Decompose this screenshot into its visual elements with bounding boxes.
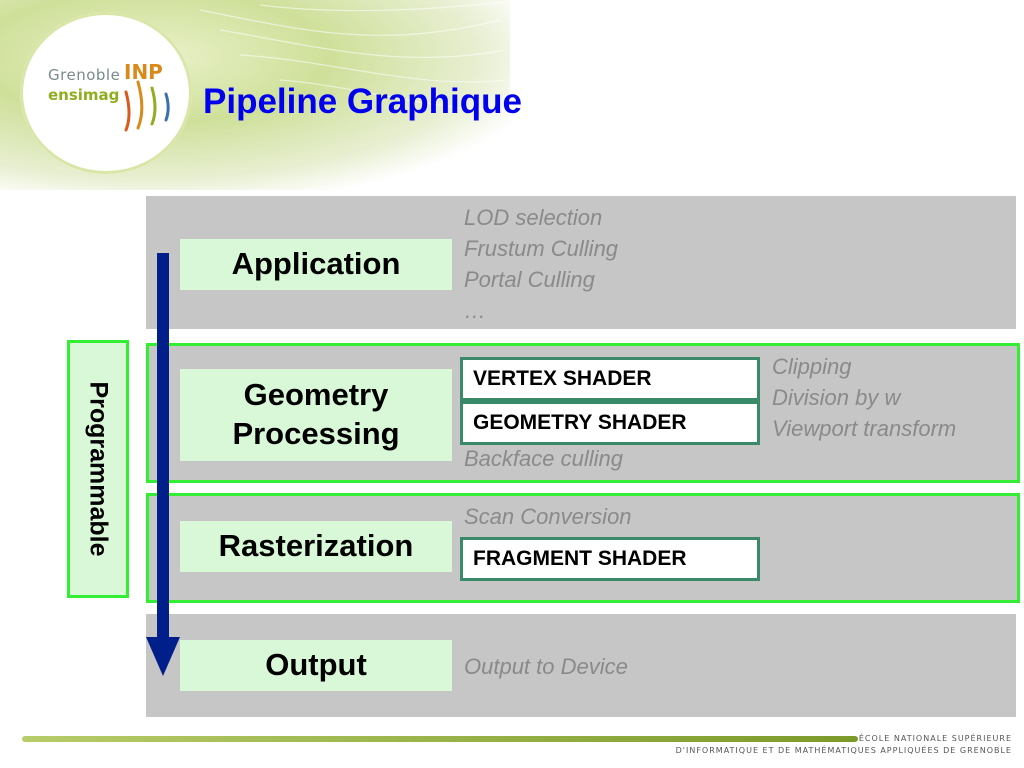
logo-text-inp: INP bbox=[124, 60, 163, 84]
note-frustum-culling: Frustum Culling bbox=[464, 236, 619, 261]
note-lod-selection: LOD selection bbox=[464, 205, 603, 230]
note-portal-culling: Portal Culling bbox=[464, 267, 595, 292]
note-division-by-w: Division by w bbox=[772, 385, 901, 410]
geometry-shader-box: GEOMETRY SHADER bbox=[460, 401, 760, 445]
logo-text-ensimag: ensimag bbox=[48, 86, 120, 104]
geometry-notes-right: Clipping Division by w Viewport transfor… bbox=[772, 351, 956, 444]
header-leaf-streaks bbox=[199, 1, 506, 111]
application-stage-label: Application bbox=[180, 239, 452, 290]
footer-school-line1: ÉCOLE NATIONALE SUPÉRIEURE bbox=[858, 734, 1012, 743]
geometry-label-line2: Processing bbox=[232, 416, 400, 451]
logo-disc bbox=[20, 12, 192, 174]
page-title: Pipeline Graphique bbox=[203, 82, 522, 121]
logo-bars-icon bbox=[124, 80, 170, 132]
footer-school-line2: D'INFORMATIQUE ET DE MATHÉMATIQUES APPLI… bbox=[675, 746, 1012, 755]
footer-bar bbox=[22, 736, 858, 742]
flow-arrow-icon bbox=[146, 253, 180, 676]
rasterization-stage-label: Rasterization bbox=[180, 521, 452, 572]
note-backface-culling: Backface culling bbox=[464, 446, 623, 471]
vertex-shader-box: VERTEX SHADER bbox=[460, 357, 760, 401]
note-viewport-transform: Viewport transform bbox=[772, 416, 957, 441]
note-scan-conversion: Scan Conversion bbox=[464, 504, 632, 529]
fragment-shader-box: FRAGMENT SHADER bbox=[460, 537, 760, 581]
note-clipping: Clipping bbox=[772, 354, 852, 379]
programmable-label: Programmable bbox=[84, 381, 113, 557]
geometry-label-line1: Geometry bbox=[243, 377, 389, 413]
geometry-stage-label: Geometry Processing bbox=[180, 369, 452, 461]
programmable-box: Programmable bbox=[67, 340, 129, 598]
application-notes: LOD selection Frustum Culling Portal Cul… bbox=[464, 202, 618, 326]
note-ellipsis: … bbox=[464, 298, 486, 323]
logo-text-grenoble: Grenoble bbox=[48, 66, 121, 84]
output-stage-label: Output bbox=[180, 640, 452, 691]
note-output-to-device: Output to Device bbox=[464, 654, 628, 679]
